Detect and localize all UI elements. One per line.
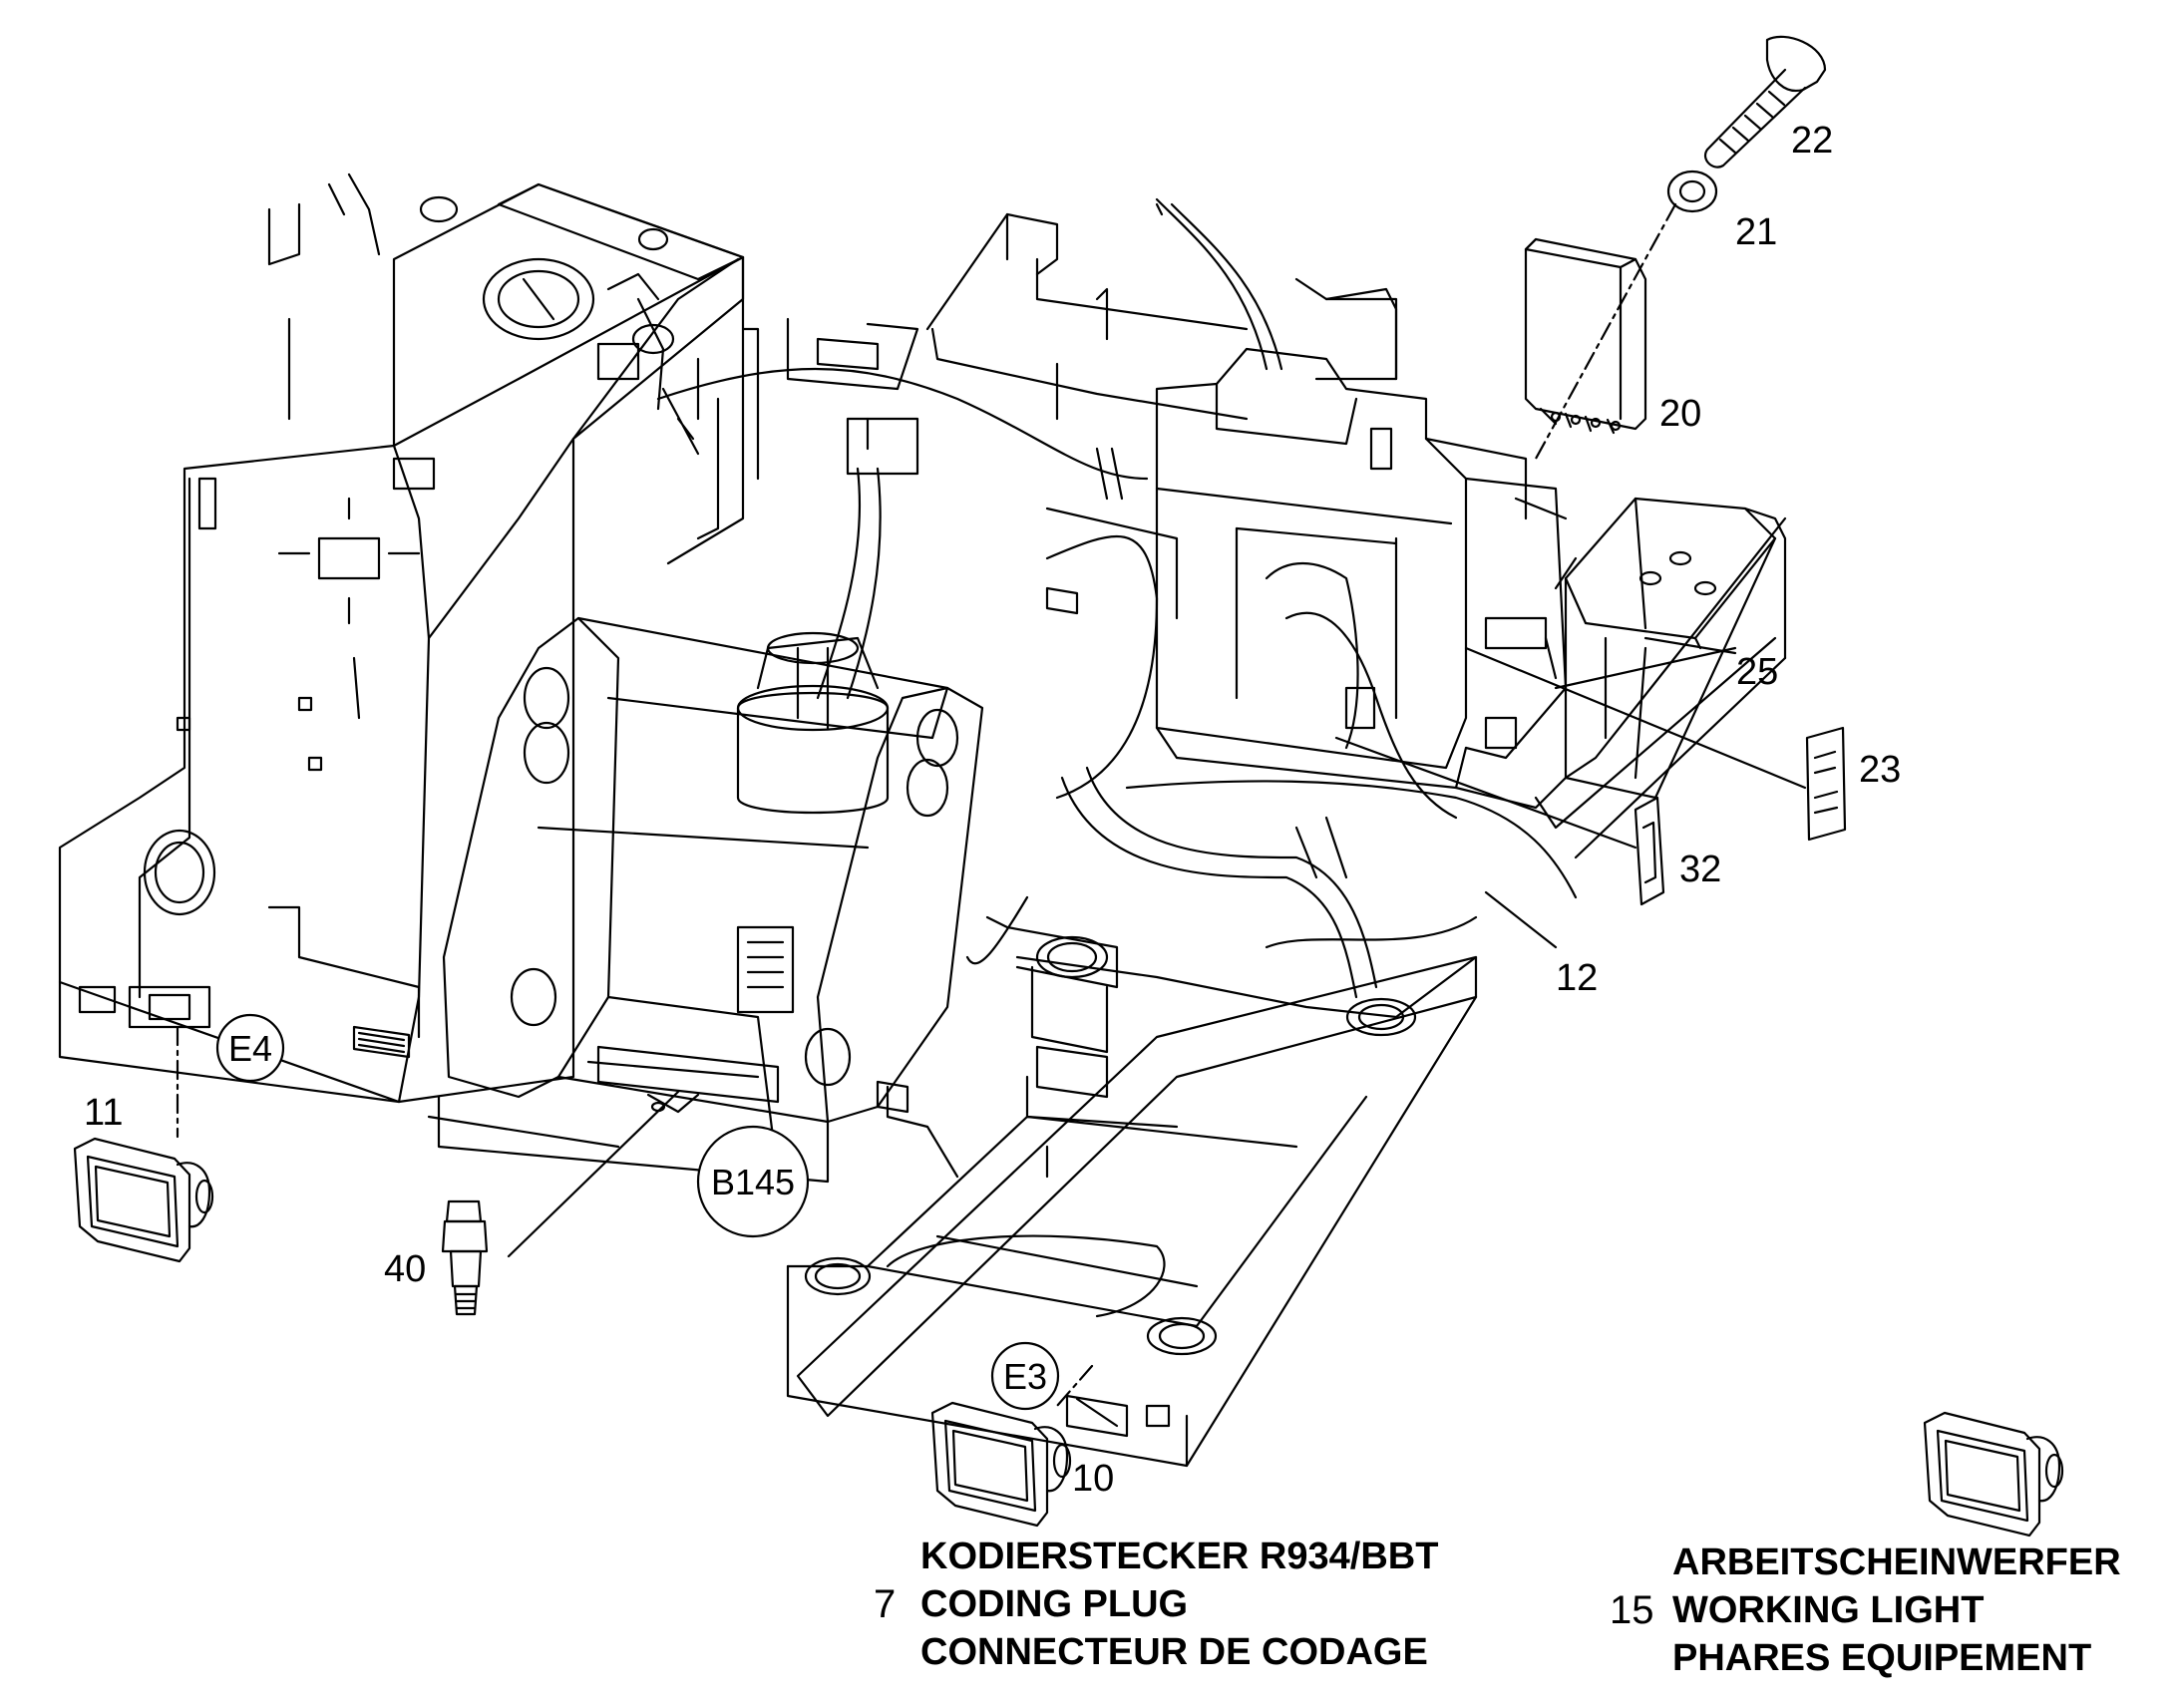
caption-15-de: ARBEITSCHEINWERFER: [1672, 1541, 2121, 1583]
callout-25: 25: [1736, 651, 1778, 693]
callout-22: 22: [1791, 120, 1833, 162]
right-chassis-frame: [786, 915, 1478, 1468]
callout-32: 32: [1679, 849, 1721, 890]
callout-11: 11: [84, 1092, 123, 1134]
part-10-working-light: [930, 1401, 1072, 1528]
left-tank-housing: [58, 172, 760, 1104]
part-15-working-light: [1923, 1411, 2064, 1537]
ref-e3: E3: [1003, 1356, 1047, 1397]
ref-e4: E4: [228, 1028, 272, 1069]
battery-tray: [1514, 497, 1787, 859]
part-20-control-box: [1524, 237, 1647, 435]
callout-23: 23: [1859, 749, 1901, 791]
callout-10: 10: [1072, 1458, 1114, 1500]
control-box-frame: [1155, 347, 1568, 810]
caption-15-fr: PHARES EQUIPEMENT: [1672, 1637, 2092, 1679]
circled-references: E4 E3 B145: [215, 1013, 1060, 1411]
part-21-washer: [1666, 170, 1718, 213]
ref-b145: B145: [711, 1162, 795, 1202]
callout-40: 40: [384, 1248, 426, 1290]
caption-7-text: KODIERSTECKER R934/BBT CODING PLUG CONNE…: [920, 1533, 1438, 1676]
part-11-working-light: [73, 1137, 214, 1263]
b145-circle: [696, 1125, 810, 1238]
e4-circle: [215, 1013, 285, 1083]
caption-7-fr: CONNECTEUR DE CODAGE: [920, 1631, 1428, 1673]
part-23-label: [1805, 726, 1847, 842]
caption-15-en: WORKING LIGHT: [1672, 1589, 1985, 1631]
caption-7-en: CODING PLUG: [920, 1583, 1189, 1625]
center-boom-frame: [427, 616, 984, 1184]
part-32-bracket: [1634, 796, 1665, 906]
caption-15-number: 15: [1610, 1588, 1654, 1632]
rear-frame-structure: [786, 212, 1398, 620]
e3-circle: [990, 1341, 1060, 1411]
callout-20: 20: [1659, 393, 1701, 435]
part-40-sensor: [441, 1199, 489, 1316]
callout-21: 21: [1735, 211, 1777, 253]
caption-15-text: ARBEITSCHEINWERFER WORKING LIGHT PHARES …: [1672, 1538, 2121, 1682]
leader-lines: [176, 202, 1807, 1408]
cable-harness: [656, 197, 1578, 999]
callout-numbers: 10 11 12 20 21 22 23 25 32 40: [84, 120, 1901, 1500]
part-22-bolt: [1704, 35, 1827, 169]
caption-7-number: 7: [874, 1582, 897, 1626]
caption-7-de: KODIERSTECKER R934/BBT: [920, 1536, 1439, 1577]
callout-12: 12: [1556, 957, 1598, 999]
